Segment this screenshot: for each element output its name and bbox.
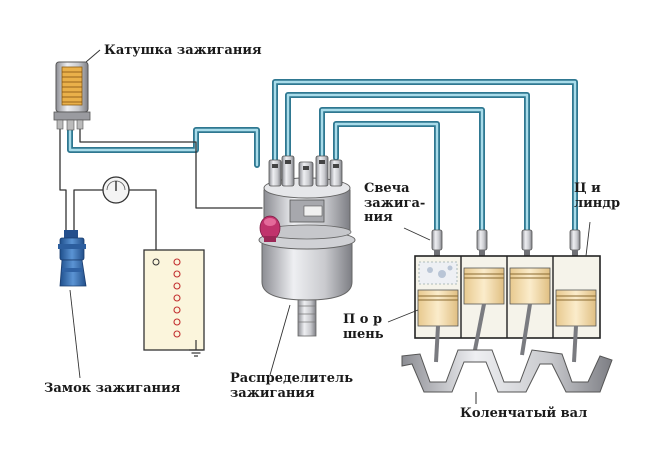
hv-wire-core bbox=[68, 80, 577, 234]
spark-plug-icon bbox=[431, 229, 581, 256]
ground-icon bbox=[189, 340, 203, 357]
label-cylinder: Ц и линдр bbox=[574, 181, 621, 211]
ignition-lock-icon bbox=[58, 230, 87, 287]
distributor-icon bbox=[258, 155, 356, 337]
ignition-coil-icon bbox=[53, 49, 101, 131]
label-crankshaft: Коленчатый вал bbox=[460, 406, 588, 421]
ammeter-icon bbox=[102, 176, 130, 204]
battery-icon bbox=[143, 249, 205, 351]
label-ignition-coil: Катушка зажигания bbox=[104, 43, 262, 58]
wires bbox=[59, 79, 578, 341]
lv-wires bbox=[59, 127, 263, 341]
label-piston: П о р шень bbox=[343, 312, 384, 342]
label-spark-plug: Свеча зажига- ния bbox=[364, 181, 426, 226]
label-distributor: Распределитель зажигания bbox=[230, 371, 354, 401]
leader-lines bbox=[69, 221, 591, 379]
pistons bbox=[417, 267, 597, 363]
label-ignition-lock: Замок зажигания bbox=[44, 381, 181, 396]
crankshaft-icon bbox=[401, 349, 613, 404]
